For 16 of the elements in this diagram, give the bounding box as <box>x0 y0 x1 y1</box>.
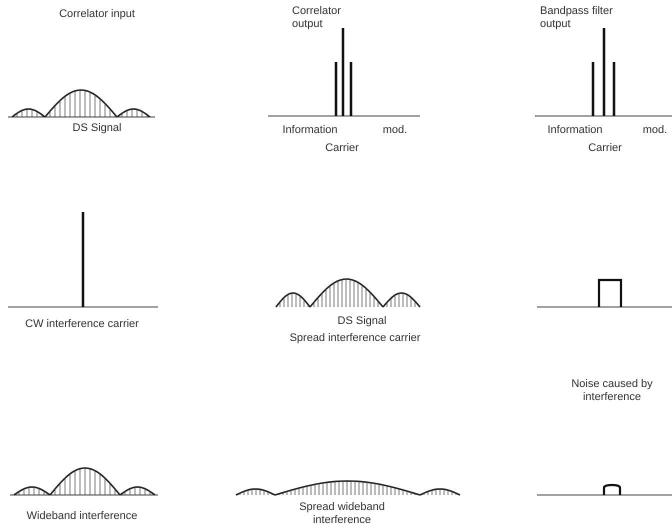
spectrum-label: Information <box>546 124 604 138</box>
spectrum-label: DS Signal <box>72 122 122 136</box>
spectrum-label: Carrier <box>324 142 360 156</box>
spectrum-label: Correlator input <box>58 8 136 22</box>
spectrum-label: Correlator output <box>292 5 342 32</box>
spectrum-label: CW interference carrier <box>24 318 140 332</box>
spectrum-label: Carrier <box>587 142 623 156</box>
spectrum-label: Wideband interference <box>26 510 138 524</box>
spectrum-label: Information <box>281 124 339 138</box>
spectrum-label: mod. <box>382 124 408 138</box>
spectrum-label: Spread interference carrier <box>288 332 422 346</box>
spectrum-label: Spread wideband interference <box>298 501 386 528</box>
spectrum-label: Noise caused by interference <box>570 378 654 404</box>
spectrum-label: DS Signal <box>336 315 388 328</box>
spectrum-label: Bandpass filter output <box>540 5 614 32</box>
spectrum-label: mod. <box>642 124 668 138</box>
